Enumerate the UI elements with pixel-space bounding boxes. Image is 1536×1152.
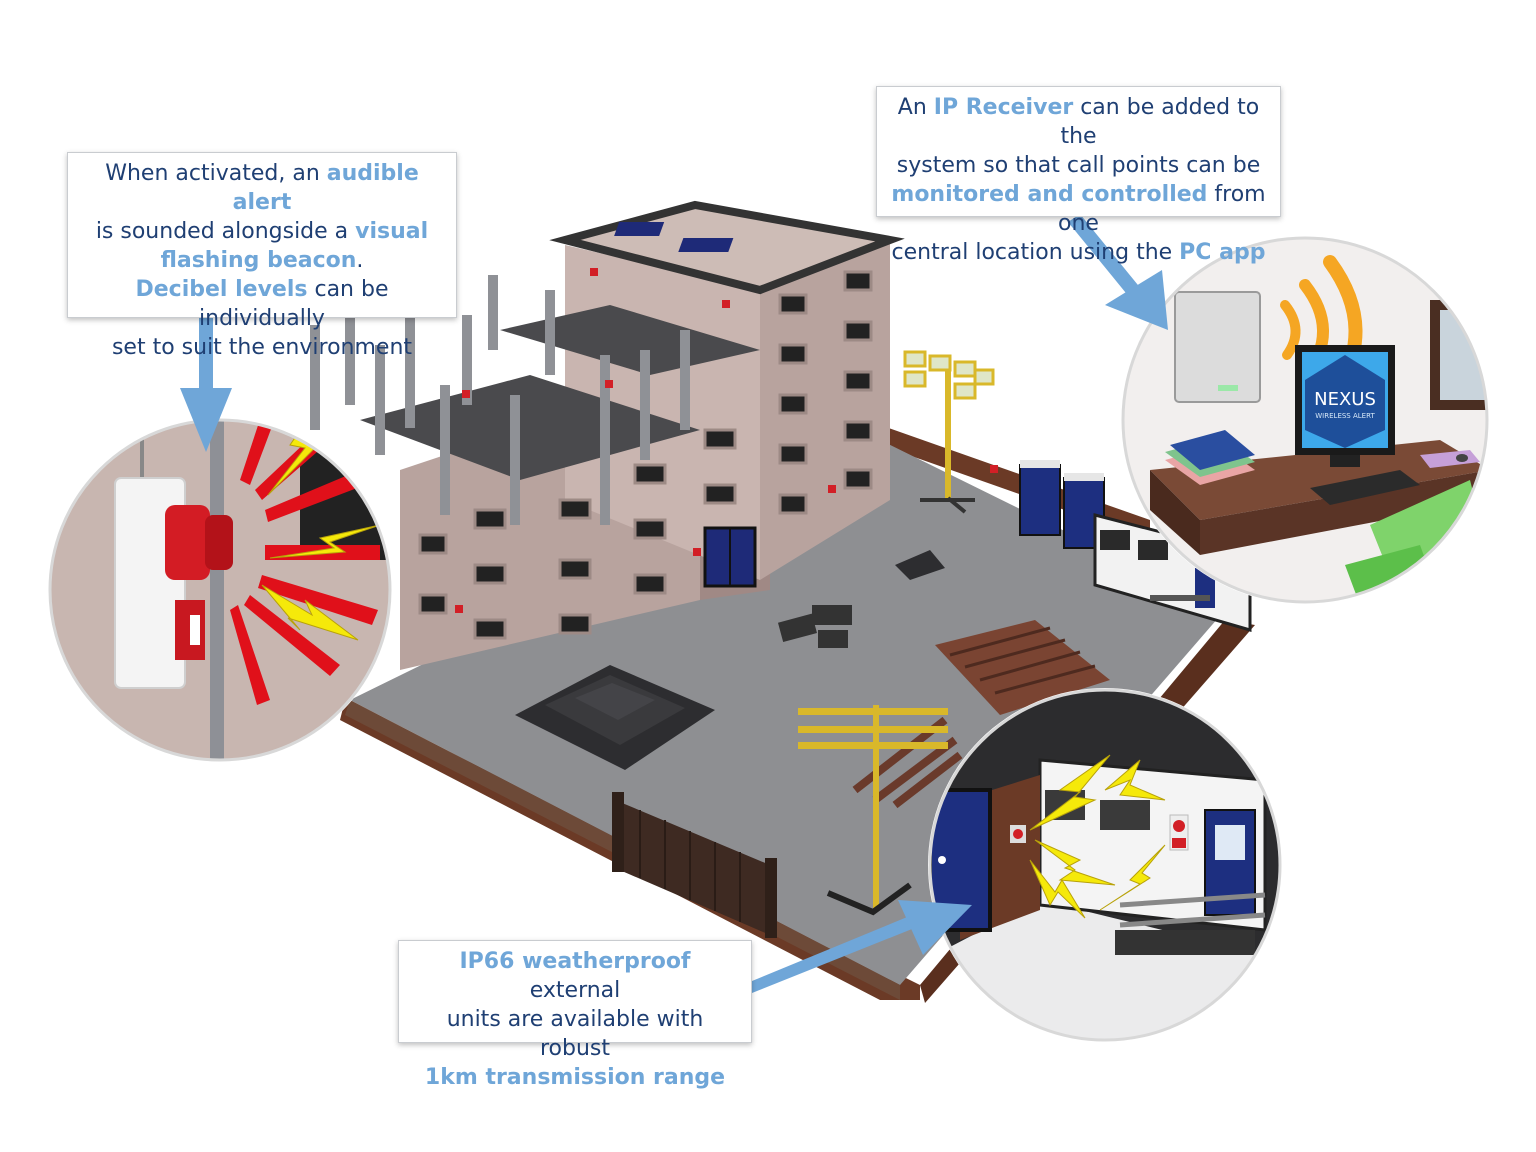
text: from one xyxy=(1058,182,1266,236)
highlight-ip-receiver: IP Receiver xyxy=(933,95,1074,120)
beacon-inset xyxy=(48,418,392,762)
callout-weather-line2: units are available with robust xyxy=(446,1007,704,1061)
material-stacks xyxy=(515,550,945,770)
highlight-audible-alert: audible alert xyxy=(232,161,419,215)
callout-alert-line5: set to suit the environment xyxy=(111,335,413,360)
callout-alert-line3: flashing beacon. xyxy=(82,246,442,275)
callout-receiver-line1: An IP Receiver can be added to the xyxy=(891,93,1266,151)
text: can be individually xyxy=(199,277,389,331)
callout-arrows xyxy=(180,214,1168,993)
highlight-decibel-levels: Decibel levels xyxy=(135,277,308,302)
callout-weather-line3: 1km transmission range xyxy=(413,1063,737,1092)
scaffold-frame xyxy=(798,705,948,916)
callout-weather-line1: IP66 weatherproof external xyxy=(413,947,737,1005)
site-gate xyxy=(612,792,777,938)
text: . xyxy=(356,248,364,273)
floodlight-tower xyxy=(903,350,995,514)
audible-alert-callout: When activated, an audible alert is soun… xyxy=(67,152,457,360)
site-cabin xyxy=(1093,513,1252,632)
callout-alert-line1: When activated, an audible alert xyxy=(82,159,442,217)
text: is sounded alongside a xyxy=(95,219,356,244)
highlight-visual: visual xyxy=(355,219,429,244)
highlight-monitored-controlled: monitored and controlled xyxy=(891,182,1208,207)
highlight-transmission-range: 1km transmission range xyxy=(424,1065,726,1090)
text: When activated, an xyxy=(105,161,327,186)
text: can be added to the xyxy=(1060,95,1260,149)
weatherproof-callout: IP66 weatherproof external units are ava… xyxy=(398,940,752,1090)
highlight-pc-app: PC app xyxy=(1179,240,1266,265)
monitor-tagline: WIRELESS ALERT xyxy=(1315,412,1375,420)
office-inset: NEXUS WIRELESS ALERT xyxy=(1121,236,1489,604)
callout-receiver-line3: monitored and controlled from one xyxy=(891,180,1266,238)
text: external xyxy=(529,978,621,1003)
callout-receiver-line4: central location using the PC app xyxy=(891,238,1266,267)
callout-receiver-line2: system so that call points can be xyxy=(896,153,1261,178)
text: central location using the xyxy=(891,240,1180,265)
main-building xyxy=(310,200,998,670)
text: An xyxy=(897,95,934,120)
ip-receiver-callout: An IP Receiver can be added to the syste… xyxy=(876,86,1281,265)
highlight-flashing-beacon: flashing beacon xyxy=(160,248,357,273)
callout-alert-line2: is sounded alongside a visual xyxy=(82,217,442,246)
portable-toilets xyxy=(1019,460,1105,549)
highlight-ip66: IP66 weatherproof xyxy=(459,949,691,974)
external-unit-inset xyxy=(928,688,1282,1042)
callout-alert-line4: Decibel levels can be individually xyxy=(82,275,442,333)
timber-pallets xyxy=(852,620,1110,809)
monitor-brand: NEXUS xyxy=(1314,389,1376,410)
